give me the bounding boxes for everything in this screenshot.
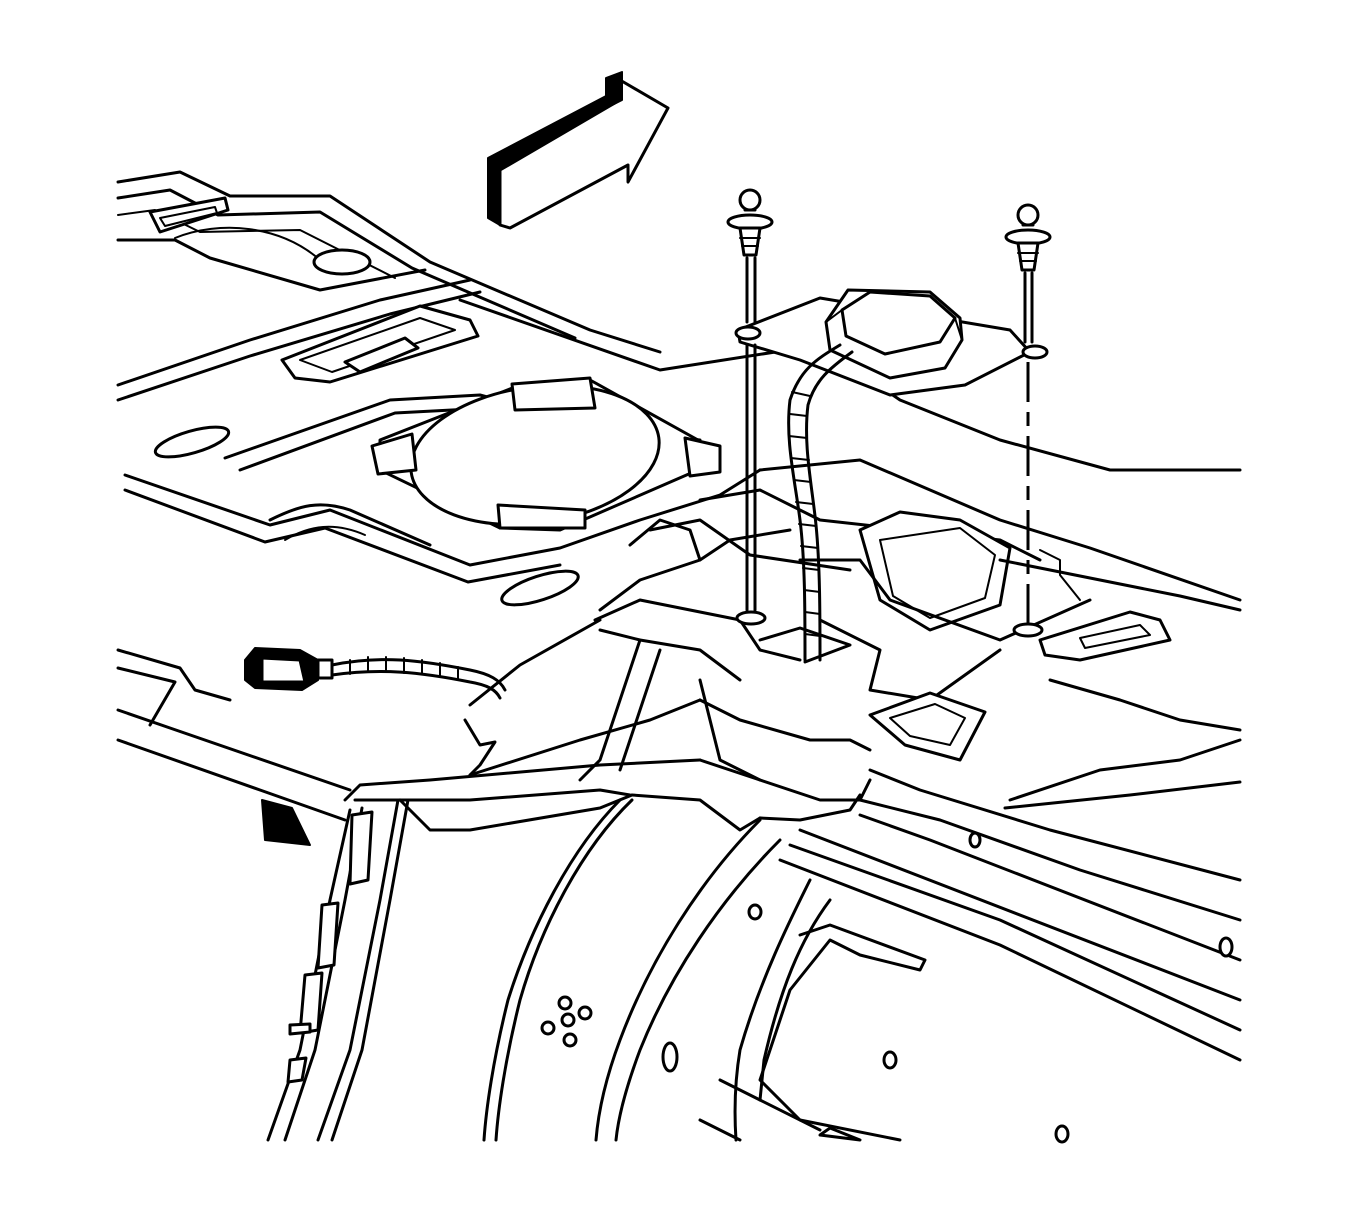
push-pin-retainer-right xyxy=(1004,203,1052,638)
push-pin-retainer-left xyxy=(726,188,774,626)
antenna-cable xyxy=(758,343,854,664)
dome-light-opening xyxy=(370,376,722,532)
hole-cluster xyxy=(540,995,593,1048)
roof-bows-lower xyxy=(261,638,1242,1144)
headliner-roof-panel xyxy=(116,170,1242,822)
roof-antenna-module xyxy=(734,288,1049,397)
harness-connector xyxy=(244,647,507,700)
forward-direction-arrow xyxy=(487,71,670,230)
